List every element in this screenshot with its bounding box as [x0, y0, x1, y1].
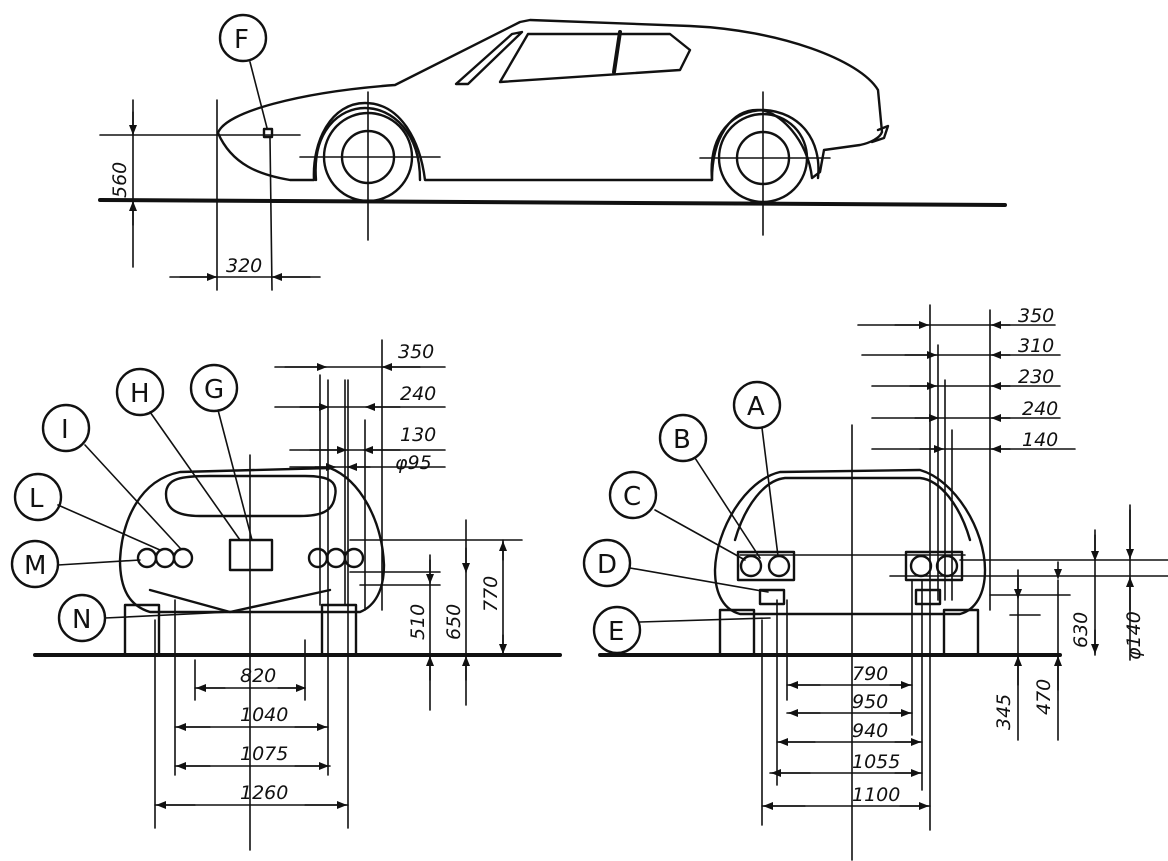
rear-dim-790: 790 — [852, 663, 888, 685]
rear-lamp-right-housing — [904, 550, 964, 582]
rear-dim-240: 240 — [1022, 398, 1058, 420]
front-view: G H I L M N 350 240 130 φ95 510 650 770 … — [10, 339, 562, 851]
callout-f-circle — [218, 13, 268, 63]
callout-d-label: D — [597, 550, 617, 580]
leader-b — [694, 457, 761, 559]
callout-g-label: G — [204, 375, 224, 405]
callout-e-circle — [592, 605, 642, 655]
side-view: F 560 320 — [98, 13, 1007, 291]
front-dim-1260: 1260 — [240, 782, 288, 804]
callout-n-circle — [57, 593, 107, 643]
callout-m-circle — [10, 539, 60, 589]
callout-e-label: E — [608, 617, 624, 647]
leader-i — [84, 444, 181, 549]
rear-wheel-left — [718, 608, 756, 657]
rear-lamp-right-1 — [909, 554, 933, 578]
rear-dim-310: 310 — [1018, 335, 1054, 357]
leader-n — [104, 611, 231, 619]
rear-dim-140-dia: φ140 — [1123, 611, 1145, 660]
front-wheel-left — [123, 603, 161, 657]
rear-lamp-left-2 — [767, 554, 791, 578]
callout-a-label: A — [747, 392, 765, 422]
b-pillar — [612, 30, 622, 74]
rear-dim-630: 630 — [1070, 612, 1092, 648]
front-dim-820: 820 — [240, 665, 276, 687]
callout-c-circle — [608, 470, 658, 520]
leader-f — [249, 61, 268, 129]
car-body-outline — [216, 18, 884, 182]
rear-lamp-left-1 — [739, 554, 763, 578]
rear-lamp-right-2 — [935, 554, 959, 578]
front-dim-1075: 1075 — [240, 743, 288, 765]
rear-dim-470: 470 — [1033, 679, 1055, 715]
front-dim-1040: 1040 — [240, 704, 288, 726]
rear-dim-345: 345 — [993, 694, 1015, 730]
leader-l — [57, 504, 161, 551]
front-plate — [228, 538, 274, 572]
callout-i-label: I — [61, 415, 69, 445]
windshield — [454, 30, 524, 86]
callout-d-circle — [582, 538, 632, 588]
callout-l-label: L — [29, 484, 44, 514]
front-dim-240: 240 — [400, 383, 436, 405]
callout-h-circle — [115, 367, 165, 417]
leader-d — [629, 567, 769, 593]
front-wheel-right — [320, 603, 358, 657]
leader-e — [639, 617, 771, 623]
rear-dim-940: 940 — [852, 720, 888, 742]
light-f-line — [269, 137, 273, 291]
lamp-m — [136, 547, 158, 569]
front-body-outline — [118, 466, 386, 614]
callout-b-circle — [658, 413, 708, 463]
front-dim-95: φ95 — [395, 452, 432, 474]
leader-h — [149, 411, 241, 541]
rear-dim-140: 140 — [1022, 429, 1058, 451]
rear-exhaust-right — [914, 588, 942, 606]
side-window — [498, 32, 692, 84]
leader-a — [761, 427, 779, 557]
rear-wheel-right — [942, 608, 980, 657]
rear-dim-350: 350 — [1018, 305, 1054, 327]
callout-c-label: C — [623, 482, 641, 512]
light-f-marker — [262, 127, 274, 139]
callout-i-circle — [41, 403, 91, 453]
callout-h-label: H — [130, 379, 150, 409]
side-ground-line — [98, 198, 1007, 207]
rear-lamp-left-housing — [736, 550, 796, 582]
rear-dim-950: 950 — [852, 691, 888, 713]
front-dim-130: 130 — [400, 424, 436, 446]
front-wheel-arch — [314, 106, 422, 182]
rear-exhaust-left — [758, 588, 786, 606]
leader-c — [654, 509, 746, 561]
lamp-l-1 — [154, 547, 176, 569]
leader-m — [57, 559, 141, 566]
callout-f-label: F — [234, 25, 249, 55]
front-dim-770: 770 — [480, 576, 502, 612]
callout-l-circle — [13, 472, 63, 522]
front-bumper-line — [148, 588, 332, 614]
dim-560-label: 560 — [109, 162, 131, 198]
front-window — [164, 474, 337, 518]
lamp-r-2 — [325, 547, 347, 569]
rear-dim-1055: 1055 — [852, 751, 900, 773]
rear-dim-230: 230 — [1018, 366, 1054, 388]
front-dim-510: 510 — [407, 604, 429, 640]
callout-m-label: M — [24, 551, 46, 581]
callout-a-circle — [732, 380, 782, 430]
dim-320-label: 320 — [226, 255, 262, 277]
callout-g-circle — [189, 363, 239, 413]
front-dim-350: 350 — [398, 341, 434, 363]
callout-n-label: N — [72, 605, 91, 635]
rear-bumper — [870, 124, 890, 144]
rear-dim-1100: 1100 — [852, 784, 900, 806]
front-dim-650: 650 — [443, 604, 465, 640]
rear-wheel-arch — [710, 108, 820, 182]
lamp-r-1 — [307, 547, 329, 569]
leader-g — [217, 409, 253, 541]
rear-body-outline — [713, 468, 987, 616]
callout-b-label: B — [673, 425, 691, 455]
rear-view: A B C D E 350 310 230 240 140 790 950 94… — [582, 304, 1168, 861]
lamp-l-2 — [172, 547, 194, 569]
